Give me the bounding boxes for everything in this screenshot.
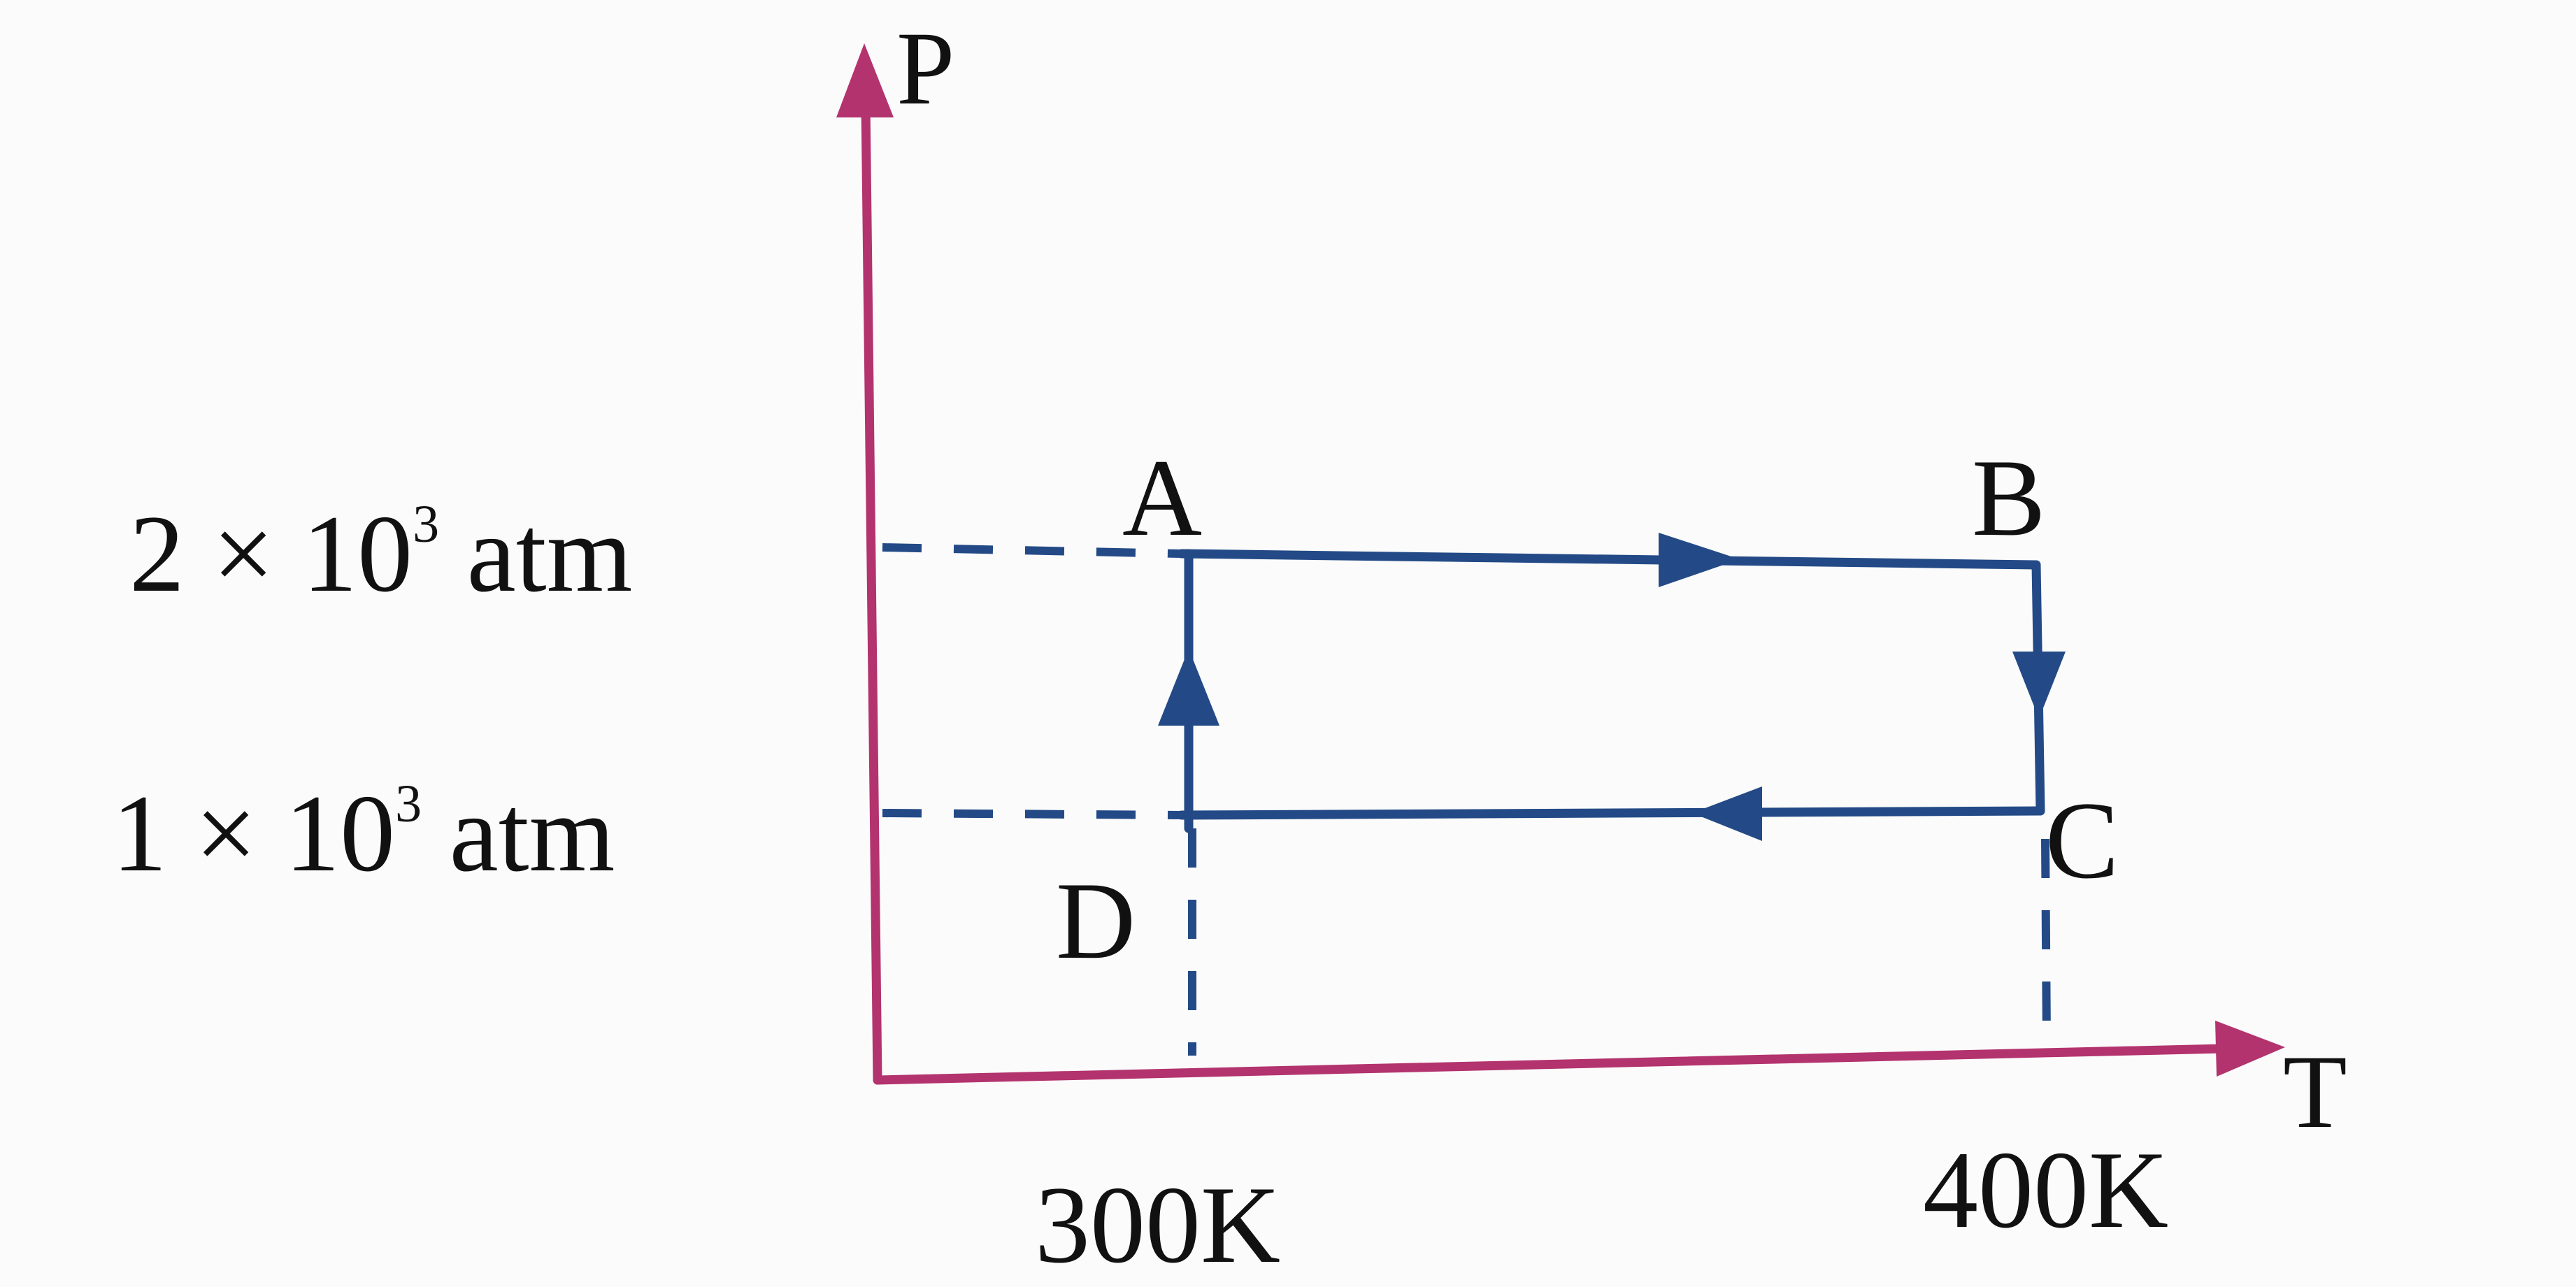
arrow-left-icon [1692,786,1762,841]
axes [836,43,2285,1085]
y-tick-2e3: 2 × 103 atm [129,493,633,615]
point-label-c: C [2045,779,2119,902]
arrow-down-icon [2012,652,2066,719]
p-axis-arrow-icon [836,43,894,117]
y-tick-1e3-mantissa: 1 × 10 [112,772,395,895]
x-tick-400k: 400K [1923,1129,2168,1251]
point-label-a: A [1122,437,1202,559]
y-tick-1e3-exponent: 3 [395,775,422,833]
point-label-b: B [1972,437,2045,559]
t-axis-arrow-icon [2215,1021,2285,1077]
guide-1e3-to-d [882,809,1182,819]
direction-arrows [1158,533,2066,841]
point-label-d: D [1056,860,1136,982]
arrow-up-icon [1158,649,1219,726]
y-tick-2e3-exponent: 3 [413,495,439,554]
guide-lines [882,543,2051,1056]
process-cd-line [1177,806,2045,820]
t-axis-line [873,1044,2228,1085]
t-axis-label: T [2283,1034,2347,1150]
p-axis-label: P [896,10,954,127]
arrow-right-icon [1659,533,1740,587]
process-cycle [1177,549,2045,833]
y-tick-2e3-mantissa: 2 × 10 [129,493,413,615]
y-tick-2e3-unit: atm [439,493,632,615]
p-axis-line [861,100,882,1085]
y-tick-1e3: 1 × 103 atm [112,772,615,895]
guide-2e3-to-a [882,543,1182,558]
y-tick-1e3-unit: atm [422,772,615,895]
process-ab-line [1177,549,2041,570]
guide-400k-drop [2041,838,2051,1042]
x-tick-300k: 300K [1035,1164,1280,1284]
